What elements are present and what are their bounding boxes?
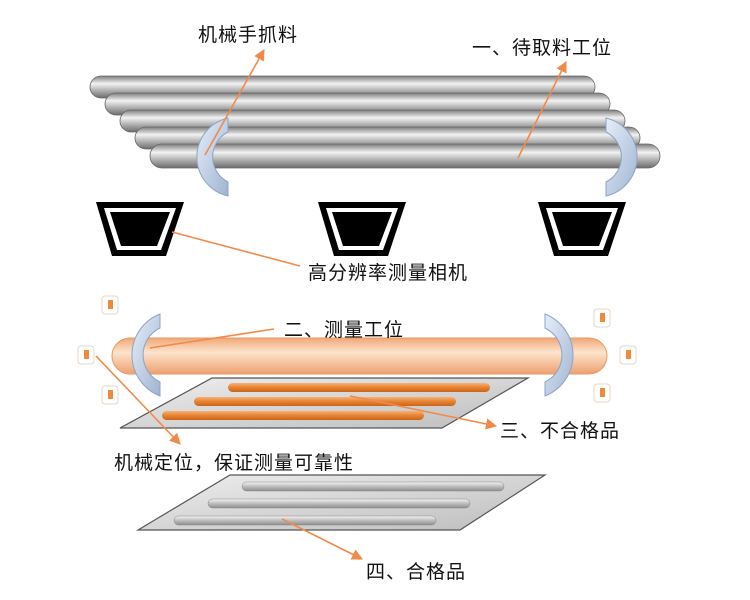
orange-rod — [228, 383, 490, 392]
locator-pin-icon — [619, 345, 637, 365]
grey-rod — [207, 498, 471, 509]
label-positioning: 机械定位，保证测量可靠性 — [114, 452, 355, 474]
arrow-station2 — [149, 328, 275, 349]
arrow-station1 — [517, 60, 567, 159]
label-station1: 一、待取料工位 — [472, 37, 613, 59]
grey-pipe — [149, 143, 661, 169]
grey-rod — [173, 515, 437, 526]
label-station2: 二、测量工位 — [284, 319, 405, 341]
camera-lens-icon — [318, 202, 406, 256]
arrow-station4 — [281, 518, 364, 560]
locator-pin-icon — [77, 345, 95, 365]
locator-pin-icon — [101, 385, 119, 405]
orange-rod — [194, 397, 456, 406]
label-camera: 高分辨率测量相机 — [308, 262, 469, 284]
measuring-pipe — [111, 337, 608, 375]
waiting-pipe-stack — [89, 75, 661, 169]
gripper-claw-icon — [131, 313, 161, 397]
camera-lens-icon — [96, 202, 184, 256]
orange-rod — [162, 411, 424, 420]
label-station4: 四、合格品 — [366, 561, 467, 583]
locator-pin-icon — [593, 308, 611, 328]
label-station3: 三、不合格品 — [500, 420, 621, 442]
grey-rod — [241, 481, 505, 492]
gripper-claw-icon — [196, 117, 229, 197]
camera-lens-icon — [538, 202, 626, 256]
gripper-claw-icon — [544, 313, 574, 397]
arrow-positioning — [95, 355, 181, 445]
arrow-camera — [171, 231, 301, 267]
label-gripper: 机械手抓料 — [198, 24, 299, 46]
gripper-claw-icon — [605, 117, 638, 197]
locator-pins — [77, 295, 637, 405]
locator-pin-icon — [593, 383, 611, 403]
locator-pin-icon — [101, 295, 119, 315]
arrow-gripper — [204, 49, 265, 156]
arrow-station3 — [349, 395, 498, 430]
